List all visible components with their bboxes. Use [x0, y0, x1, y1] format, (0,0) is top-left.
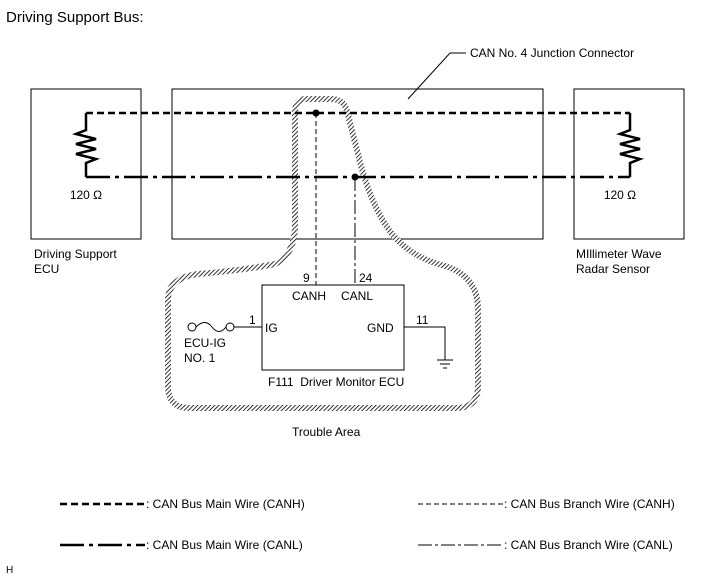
legend: : CAN Bus Main Wire (CANH) : CAN Bus Bra… [60, 497, 675, 552]
pin-ig-number: 1 [249, 313, 256, 327]
driving-support-ecu-label-1: Driving Support [34, 247, 117, 261]
footer-code: H [6, 565, 13, 576]
left-terminator-resistor [71, 113, 101, 177]
pin-canl-number: 24 [359, 271, 373, 285]
ground-icon [437, 359, 453, 369]
driving-support-ecu-label-2: ECU [34, 262, 59, 276]
junction-connector-label: CAN No. 4 Junction Connector [470, 46, 634, 60]
legend-label-canl-main: : CAN Bus Main Wire (CANL) [146, 538, 303, 552]
fuse-symbol [195, 322, 227, 332]
gnd-wire [404, 326, 446, 360]
trouble-area-label: Trouble Area [292, 425, 361, 439]
legend-label-canl-branch: : CAN Bus Branch Wire (CANL) [504, 538, 673, 552]
legend-label-canh-branch: : CAN Bus Branch Wire (CANH) [504, 497, 675, 511]
right-terminator-resistor [615, 113, 645, 177]
fuse-label-1: ECU-IG [184, 336, 226, 350]
junction-connector-box [171, 88, 544, 240]
right-resistor-value: 120 Ω [604, 188, 636, 202]
diagram-title: Driving Support Bus: [6, 9, 144, 26]
fuse-terminal-left [187, 322, 197, 332]
fuse-terminal-right [225, 322, 235, 332]
pin-canl-label: CANL [341, 289, 373, 303]
fuse-label-2: NO. 1 [184, 351, 216, 365]
driving-support-ecu-box [30, 88, 142, 240]
left-resistor-value: 120 Ω [70, 188, 102, 202]
junction-connector-leader [407, 52, 466, 100]
pin-gnd-number: 11 [416, 313, 429, 327]
radar-sensor-label-2: Radar Sensor [576, 262, 650, 276]
radar-sensor-box [573, 88, 685, 240]
driver-monitor-ecu-label: F111 Driver Monitor ECU [268, 375, 404, 389]
trouble-area-outline [165, 96, 481, 411]
legend-label-canh-main: : CAN Bus Main Wire (CANH) [146, 497, 305, 511]
radar-sensor-label-1: MIllimeter Wave [576, 247, 662, 261]
pin-canh-number: 9 [303, 271, 310, 285]
pin-canh-label: CANH [292, 289, 326, 303]
pin-ig-label: IG [265, 321, 278, 335]
pin-gnd-label: GND [367, 321, 394, 335]
